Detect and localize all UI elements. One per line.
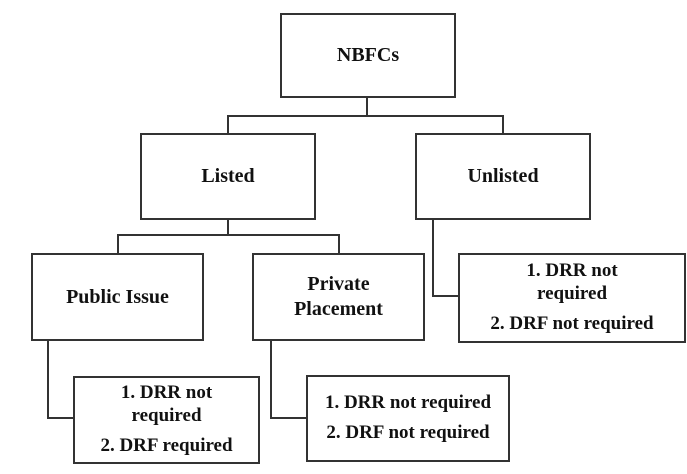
connector-unlisted-elbow-vertical: [432, 219, 434, 297]
node-private-placement: Private Placement: [252, 253, 425, 341]
connector-nbfcs-stem: [366, 97, 368, 117]
connector-drop-private-placement: [338, 234, 340, 254]
connector-private-placement-elbow-horizontal: [270, 417, 307, 419]
node-listed-label: Listed: [201, 165, 255, 187]
connector-nbfcs-crossbar: [227, 115, 504, 117]
connector-unlisted-elbow-horizontal: [432, 295, 459, 297]
connector-listed-stem: [227, 219, 229, 236]
connector-private-placement-elbow-vertical: [270, 340, 272, 419]
connector-listed-crossbar: [117, 234, 340, 236]
node-nbfcs: NBFCs: [280, 13, 456, 98]
note-private-placement-item-1: 1. DRR not required: [324, 392, 492, 414]
node-public-issue: Public Issue: [31, 253, 204, 341]
node-unlisted: Unlisted: [415, 133, 591, 220]
note-unlisted-item-2: 2. DRF not required: [490, 312, 654, 334]
note-public-issue-item-2: 2. DRF required: [100, 434, 233, 456]
note-unlisted: 1. DRR not required 2. DRF not required: [458, 253, 686, 343]
connector-drop-public-issue: [117, 234, 119, 254]
node-unlisted-label: Unlisted: [467, 165, 539, 187]
node-listed: Listed: [140, 133, 316, 220]
connector-drop-unlisted: [502, 115, 504, 134]
note-private-placement-item-2: 2. DRF not required: [326, 422, 490, 443]
connector-public-issue-elbow-vertical: [47, 340, 49, 419]
node-public-issue-label: Public Issue: [66, 285, 169, 308]
note-unlisted-item-1: 1. DRR not required: [526, 260, 618, 305]
node-private-placement-label: Private Placement: [294, 273, 383, 320]
node-nbfcs-label: NBFCs: [336, 44, 400, 66]
note-public-issue-item-1: 1. DRR not required: [120, 382, 213, 427]
connector-drop-listed: [227, 115, 229, 134]
note-public-issue: 1. DRR not required 2. DRF required: [73, 376, 260, 464]
note-private-placement: 1. DRR not required 2. DRF not required: [306, 375, 510, 462]
connector-public-issue-elbow-horizontal: [47, 417, 74, 419]
